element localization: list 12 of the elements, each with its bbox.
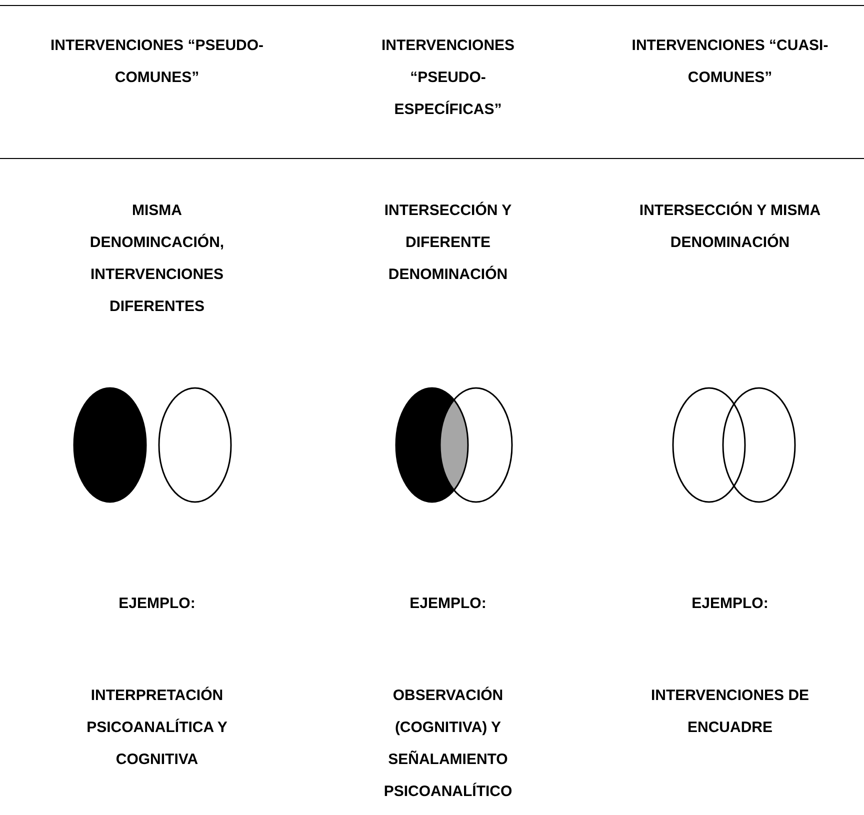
category-description: INTERSECCIÓN Y DIFERENTE DENOMINACIÓN [383, 200, 513, 285]
column-header: INTERVENCIONES “PSEUDO-ESPECÍFICAS” [380, 36, 516, 120]
example-heading: EJEMPLO: [690, 594, 770, 614]
example-heading: EJEMPLO: [118, 594, 196, 614]
example-text: OBSERVACIÓN (COGNITIVA) Y SEÑALAMIENTO PSICOANALÍTICO [382, 686, 514, 802]
category-description: MISMA DENOMINCACIÓN, INTERVENCIONES DIFERENTES [88, 201, 226, 317]
example-heading: EJEMPLO: [408, 594, 488, 614]
column-header: INTERVENCIONES “PSEUDO-COMUNES” [49, 36, 265, 88]
example-text: INTERVENCIONES DE ENCUADRE [650, 686, 810, 738]
category-description: INTERSECCIÓN Y MISMA DENOMINACIÓN [638, 200, 822, 253]
example-text: INTERPRETACIÓN PSICOANALÍTICA Y COGNITIVA [86, 686, 228, 770]
column-header: INTERVENCIONES “CUASI-COMUNES” [630, 36, 830, 88]
